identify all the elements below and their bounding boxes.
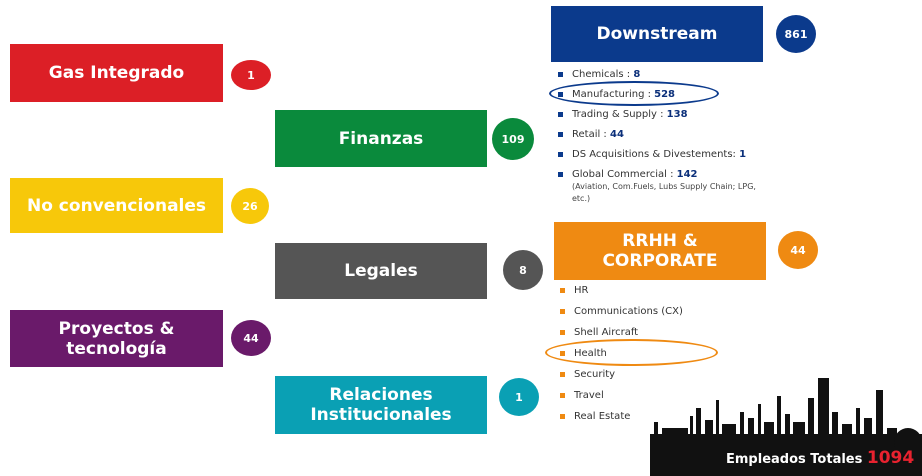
count-value: 1	[247, 68, 255, 82]
refinery-skyline-icon	[650, 378, 922, 476]
list-item: Travel	[560, 389, 730, 402]
count-value: 26	[242, 199, 258, 213]
list-item: Global Commercial : 142(Aviation, Com.Fu…	[558, 168, 758, 205]
bullet-icon	[560, 414, 565, 419]
rrhh-count-badge: 44	[778, 231, 818, 269]
unit-label: Proyectos & tecnología	[58, 318, 175, 359]
unit-box-gas-integrado: Gas Integrado	[10, 44, 223, 102]
bullet-icon	[560, 330, 565, 335]
downstream-box: Downstream	[551, 6, 763, 62]
count-badge-legales: 8	[503, 250, 543, 290]
unit-label: Relaciones Institucionales	[310, 385, 452, 425]
rrhh-title: RRHH & CORPORATE	[602, 231, 718, 271]
count-value: 109	[501, 132, 525, 146]
unit-box-legales: Legales	[275, 243, 487, 299]
total-label: Empleados Totales	[726, 452, 867, 467]
unit-label: Gas Integrado	[48, 63, 185, 83]
count-badge-finanzas: 109	[492, 118, 534, 160]
list-item: Retail : 44	[558, 128, 758, 141]
bullet-icon	[558, 112, 563, 117]
total-value: 1094	[866, 448, 915, 468]
bullet-icon	[560, 372, 565, 377]
unit-box-relaciones-institucionales: Relaciones Institucionales	[275, 376, 487, 434]
unit-label: No convencionales	[26, 195, 207, 216]
list-item: Communications (CX)	[560, 305, 730, 318]
unit-box-finanzas: Finanzas	[275, 110, 487, 167]
highlight-ellipse-health	[545, 339, 718, 366]
count-value: 1	[515, 390, 523, 404]
bullet-icon	[558, 72, 563, 77]
highlight-ellipse-manufacturing	[549, 81, 719, 106]
count-value: 861	[784, 27, 808, 41]
unit-label: Legales	[344, 261, 418, 281]
bullet-icon	[558, 132, 563, 137]
downstream-title: Downstream	[596, 24, 718, 44]
count-value: 8	[519, 263, 527, 277]
count-badge-relaciones-institucionales: 1	[499, 378, 539, 416]
list-item: Trading & Supply : 138	[558, 108, 758, 121]
unit-label: Finanzas	[338, 128, 424, 149]
unit-box-proyectos-tecnologia: Proyectos & tecnología	[10, 310, 223, 367]
rrhh-corporate-box: RRHH & CORPORATE	[554, 222, 766, 280]
count-badge-no-convencionales: 26	[231, 188, 269, 224]
count-value: 44	[243, 331, 259, 345]
total-employees: Empleados Totales 1094	[726, 448, 914, 468]
count-badge-proyectos-tecnologia: 44	[231, 320, 271, 356]
bullet-icon	[560, 288, 565, 293]
count-badge-gas-integrado: 1	[231, 60, 271, 90]
list-item-note: (Aviation, Com.Fuels, Lubs Supply Chain;…	[572, 182, 756, 203]
list-item: DS Acquisitions & Divestements: 1	[558, 148, 758, 161]
list-item: Shell Aircraft	[560, 326, 730, 339]
unit-box-no-convencionales: No convencionales	[10, 178, 223, 233]
bullet-icon	[560, 393, 565, 398]
bullet-icon	[560, 309, 565, 314]
bullet-icon	[558, 152, 563, 157]
list-item: HR	[560, 284, 730, 297]
list-item: Chemicals : 8	[558, 68, 758, 81]
count-value: 44	[790, 243, 806, 257]
bullet-icon	[558, 172, 563, 177]
list-item: Security	[560, 368, 730, 381]
downstream-count-badge: 861	[776, 15, 816, 53]
list-item: Real Estate	[560, 410, 730, 423]
